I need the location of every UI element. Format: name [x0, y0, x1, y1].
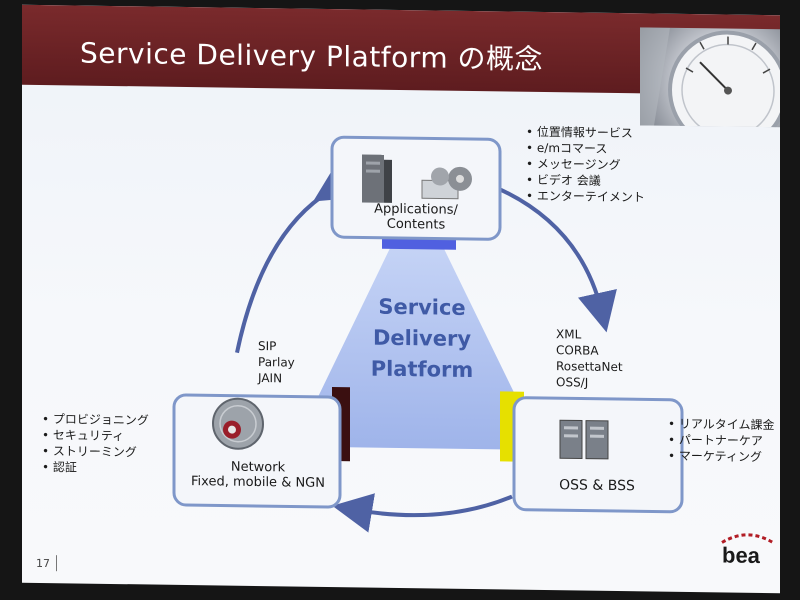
arrow-bottom-arc: [332, 493, 513, 533]
slide: Service Delivery Platform の概念: [22, 4, 780, 594]
bullet-item: プロビジョニング: [42, 411, 149, 428]
protocol-jain: JAIN: [258, 371, 283, 386]
film-reel-icon: [421, 166, 472, 200]
bullet-item: ビデオ 会議: [526, 172, 645, 190]
bullet-item: マーケティング: [668, 448, 775, 465]
bea-logo-swoosh-icon: [721, 533, 775, 545]
bullet-item: 認証: [42, 459, 149, 476]
applications-node-title: Applications/ Contents: [344, 201, 488, 233]
protocol-ossj: OSS/J: [556, 375, 589, 390]
bullet-item: ストリーミング: [42, 443, 149, 460]
bullet-item: エンターテイメント: [526, 188, 645, 206]
protocol-rosettanet: RosettaNet: [556, 359, 623, 375]
protocol-corba: CORBA: [556, 343, 599, 358]
protocol-sip: SIP: [258, 339, 277, 354]
platform-triangle: [294, 239, 542, 450]
database-server-icon: [559, 419, 609, 460]
protocols-right: XML CORBA RosettaNet OSS/J: [556, 326, 623, 391]
bullets-top: 位置情報サービス e/mコマース メッセージング ビデオ 会議 エンターテイメン…: [526, 124, 645, 206]
bullet-item: メッセージング: [526, 156, 645, 174]
bea-logo: bea: [722, 542, 760, 569]
oss-label: OSS & BSS: [559, 477, 635, 495]
protocols-left: SIP Parlay JAIN: [258, 338, 295, 387]
protocol-xml: XML: [556, 327, 582, 342]
platform-label-line2: Delivery: [372, 325, 472, 351]
protocol-parlay: Parlay: [258, 355, 295, 370]
platform-label-line3: Platform: [370, 356, 474, 383]
bullets-left: プロビジョニング セキュリティ ストリーミング 認証: [42, 411, 149, 476]
platform-label-line1: Service: [378, 294, 466, 320]
applications-label-line2: Contents: [386, 216, 446, 233]
stopwatch-icon: [640, 27, 780, 128]
network-badge-icon: [212, 397, 264, 450]
bullet-item: e/mコマース: [526, 140, 645, 158]
slide-number-divider: [56, 555, 57, 572]
stopwatch-photo: [640, 27, 780, 128]
arrow-right-arc: [499, 187, 617, 333]
oss-node-title: OSS & BSS: [522, 477, 672, 495]
bullets-right: リアルタイム課金 パートナーケア マーケティング: [668, 416, 775, 465]
server-icon: [362, 154, 392, 203]
cycle-arrows: [235, 163, 617, 533]
network-label-line2: Fixed, mobile & NGN: [191, 474, 325, 491]
arrow-left-arc: [235, 163, 358, 354]
bullet-item: 位置情報サービス: [526, 124, 645, 142]
platform-label: Service Delivery Platform: [332, 291, 512, 387]
sdp-diagram: [172, 135, 775, 545]
bullet-item: セキュリティ: [42, 427, 149, 444]
bullet-item: パートナーケア: [668, 432, 775, 449]
network-node-title: Network Fixed, mobile & NGN: [180, 459, 336, 491]
bullet-item: リアルタイム課金: [668, 416, 775, 433]
slide-number: 17: [36, 556, 50, 571]
